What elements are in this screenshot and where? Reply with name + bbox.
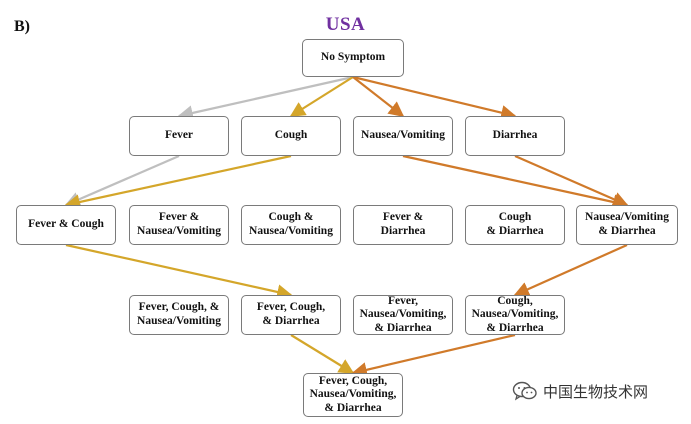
edge-fever-cough-diarrhea-to-all-four	[290, 334, 355, 374]
edge-no-symptom-to-cough	[289, 76, 354, 117]
edge-no-symptom-to-diarrhea	[352, 75, 517, 121]
node-cough-diarrhea: Cough & Diarrhea	[465, 205, 565, 245]
node-nausea-vomiting-diarrhea: Nausea/Vomiting & Diarrhea	[576, 205, 678, 245]
node-diarrhea: Diarrhea	[465, 116, 565, 156]
watermark: 中国生物技术网	[512, 380, 648, 402]
node-nausea-vomiting: Nausea/Vomiting	[353, 116, 453, 156]
edge-cough-to-fever-cough	[64, 154, 292, 210]
edge-no-symptom-to-nausea	[352, 76, 405, 117]
node-all-symptoms: Fever, Cough, Nausea/Vomiting, & Diarrhe…	[303, 373, 403, 417]
edge-nausea-diarrhea-to-cough-nausea-diarrhea	[513, 243, 628, 297]
edge-no-symptom-to-fever	[177, 75, 354, 121]
node-fever-cough: Fever & Cough	[16, 205, 116, 245]
edge-fever-cough-to-fever-cough-diarrhea	[65, 243, 293, 300]
panel-label: B)	[14, 18, 30, 35]
node-cough: Cough	[241, 116, 341, 156]
diagram-title: USA	[325, 14, 366, 35]
node-fever-nausea-vomiting: Fever & Nausea/Vomiting	[129, 205, 229, 245]
wechat-icon	[512, 381, 537, 401]
node-cough-nausea-vomiting: Cough & Nausea/Vomiting	[241, 205, 341, 245]
edge-fever-to-fever-cough	[64, 154, 180, 207]
edge-diarrhea-to-nausea-diarrhea	[514, 154, 629, 207]
node-fever-nausea-vomiting-diarrhea: Fever, Nausea/Vomiting, & Diarrhea	[353, 295, 453, 335]
edge-nausea-to-nausea-diarrhea	[402, 154, 629, 210]
watermark-text: 中国生物技术网	[543, 382, 649, 401]
node-fever-cough-diarrhea: Fever, Cough, & Diarrhea	[241, 295, 341, 335]
node-no-symptom: No Symptom	[302, 39, 404, 77]
node-fever-diarrhea: Fever & Diarrhea	[353, 205, 453, 245]
node-fever: Fever	[129, 116, 229, 156]
node-cough-nausea-vomiting-diarrhea: Cough, Nausea/Vomiting, & Diarrhea	[465, 295, 565, 335]
node-fever-cough-nausea-vomiting: Fever, Cough, & Nausea/Vomiting	[129, 295, 229, 335]
edge-cough-nausea-diarrhea-to-all-four	[351, 333, 516, 378]
